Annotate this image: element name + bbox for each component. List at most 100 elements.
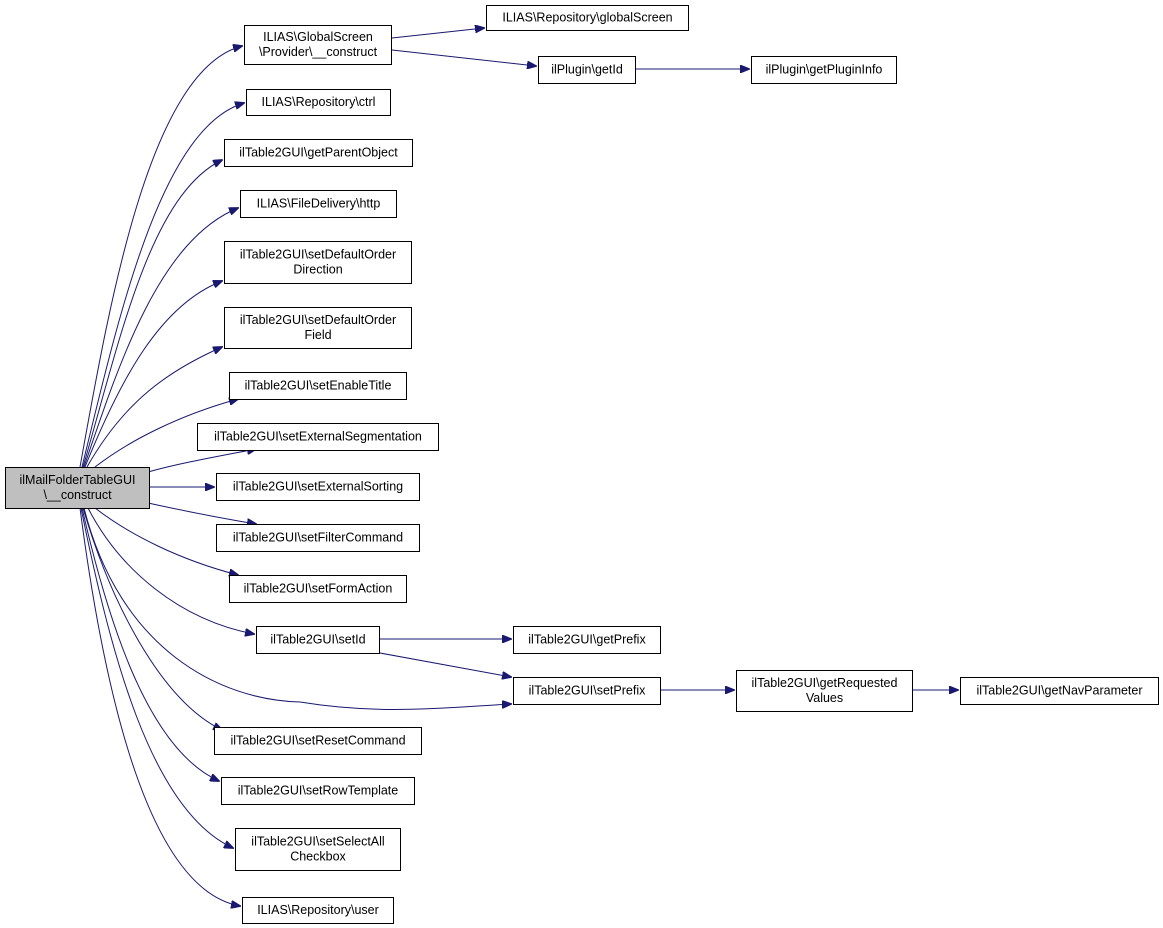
- node-plugin_getplugininfo[interactable]: ilPlugin\getPluginInfo: [751, 56, 897, 84]
- edge-root-to-gs_construct: [79, 46, 242, 468]
- edge-root-to-setdefaultorderdirection: [84, 281, 222, 468]
- node-box: [224, 307, 412, 349]
- node-label-line: ILIAS\Repository\user: [257, 903, 379, 917]
- edge-root-to-setfiltercommand: [147, 502, 256, 524]
- node-label-line: ilTable2GUI\setDefaultOrder: [240, 248, 396, 262]
- node-box: [229, 575, 407, 603]
- node-label-line: ilPlugin\getId: [551, 63, 623, 77]
- node-label-line: Values: [806, 691, 843, 705]
- node-box: [538, 56, 636, 84]
- node-gs_construct[interactable]: ILIAS\GlobalScreen\Provider\__construct: [244, 25, 392, 65]
- node-setresetcommand[interactable]: ilTable2GUI\setResetCommand: [214, 727, 422, 755]
- node-setenabletitle[interactable]: ilTable2GUI\setEnableTitle: [229, 372, 407, 400]
- node-repo_ctrl[interactable]: ILIAS\Repository\ctrl: [246, 89, 391, 116]
- node-box: [235, 828, 401, 871]
- node-label-line: ilTable2GUI\setFormAction: [244, 582, 393, 596]
- node-box: [513, 677, 661, 705]
- edge-root-to-setselectallcheckbox: [80, 507, 233, 848]
- node-box: [256, 626, 380, 654]
- node-box: [5, 467, 150, 509]
- node-box: [216, 473, 420, 501]
- node-setformaction[interactable]: ilTable2GUI\setFormAction: [229, 575, 407, 603]
- node-setexternalsorting[interactable]: ilTable2GUI\setExternalSorting: [216, 473, 420, 501]
- node-setrowtemplate[interactable]: ilTable2GUI\setRowTemplate: [221, 777, 415, 805]
- node-box: [246, 89, 391, 116]
- node-getparentobject[interactable]: ilTable2GUI\getParentObject: [224, 139, 413, 167]
- edge-root-to-filedelivery_http: [83, 208, 238, 468]
- node-label-line: Checkbox: [290, 850, 346, 864]
- node-label-line: ilTable2GUI\setSelectAll: [251, 835, 384, 849]
- node-box: [486, 5, 689, 31]
- node-box: [214, 727, 422, 755]
- edge-root-to-setid: [87, 507, 254, 634]
- edge-root-to-setexternalsegmentation: [147, 449, 256, 473]
- node-box: [960, 677, 1159, 705]
- node-box: [224, 139, 413, 167]
- node-label-line: ilTable2GUI\getRequested: [752, 676, 898, 690]
- node-box: [244, 25, 392, 65]
- node-box: [221, 777, 415, 805]
- node-label-line: \Provider\__construct: [259, 45, 378, 59]
- node-label-line: ilTable2GUI\setFilterCommand: [233, 531, 403, 545]
- node-box: [513, 626, 661, 654]
- node-box: [224, 241, 412, 284]
- edge-root-to-setprefix: [83, 507, 511, 710]
- edge-gs_construct-to-repo_globalscreen: [391, 28, 484, 39]
- node-box: [751, 56, 897, 84]
- node-box: [229, 372, 407, 400]
- node-plugin_getid[interactable]: ilPlugin\getId: [538, 56, 636, 84]
- node-box: [736, 670, 913, 712]
- node-getnavparameter[interactable]: ilTable2GUI\getNavParameter: [960, 677, 1159, 705]
- node-label-line: ILIAS\Repository\ctrl: [262, 95, 376, 109]
- node-box: [242, 897, 394, 924]
- node-label-line: ilMailFolderTableGUI: [19, 473, 135, 487]
- node-getprefix[interactable]: ilTable2GUI\getPrefix: [513, 626, 661, 654]
- nodes-layer: ilMailFolderTableGUI\__construct ILIAS\Gl…: [5, 5, 1159, 924]
- node-label-line: Direction: [293, 263, 342, 277]
- node-setexternalsegmentation[interactable]: ilTable2GUI\setExternalSegmentation: [197, 423, 439, 451]
- node-label-line: ilPlugin\getPluginInfo: [766, 63, 883, 77]
- node-label-line: ilTable2GUI\setPrefix: [529, 684, 646, 698]
- edge-root-to-getparentobject: [82, 160, 222, 468]
- edge-root-to-setformaction: [94, 507, 238, 575]
- node-label-line: \__construct: [43, 488, 112, 502]
- node-box: [216, 524, 420, 552]
- edge-gs_construct-to-plugin_getid: [391, 49, 536, 66]
- node-filedelivery_http[interactable]: ILIAS\FileDelivery\http: [240, 190, 397, 218]
- edges-layer: [79, 28, 958, 906]
- node-box: [240, 190, 397, 218]
- node-repo_globalscreen[interactable]: ILIAS\Repository\globalScreen: [486, 5, 689, 31]
- node-label-line: ilTable2GUI\getNavParameter: [976, 684, 1142, 698]
- node-setprefix[interactable]: ilTable2GUI\setPrefix: [513, 677, 661, 705]
- edge-setid-to-setprefix: [379, 652, 511, 677]
- edge-root-to-setresetcommand: [82, 507, 222, 730]
- node-label-line: ilTable2GUI\setRowTemplate: [238, 784, 399, 798]
- node-repo_user[interactable]: ILIAS\Repository\user: [242, 897, 394, 924]
- node-label-line: ilTable2GUI\setEnableTitle: [245, 379, 392, 393]
- node-label-line: ILIAS\Repository\globalScreen: [502, 11, 672, 25]
- node-label-line: ilTable2GUI\setDefaultOrder: [240, 313, 396, 327]
- node-setid[interactable]: ilTable2GUI\setId: [256, 626, 380, 654]
- node-label-line: ILIAS\GlobalScreen: [263, 30, 373, 44]
- node-label-line: ilTable2GUI\getPrefix: [528, 633, 646, 647]
- edge-root-to-setenabletitle: [94, 399, 238, 468]
- edge-root-to-repo_user: [79, 507, 240, 906]
- node-root[interactable]: ilMailFolderTableGUI\__construct: [5, 467, 150, 509]
- node-label-line: ilTable2GUI\getParentObject: [239, 146, 398, 160]
- node-label-line: ilTable2GUI\setResetCommand: [230, 734, 405, 748]
- edge-root-to-setdefaultorderfield: [86, 347, 222, 468]
- edge-root-to-setrowtemplate: [81, 507, 219, 781]
- node-label-line: ilTable2GUI\setId: [270, 633, 365, 647]
- node-setfiltercommand[interactable]: ilTable2GUI\setFilterCommand: [216, 524, 420, 552]
- node-label-line: ilTable2GUI\setExternalSorting: [233, 480, 403, 494]
- edge-root-to-repo_ctrl: [81, 103, 244, 468]
- node-label-line: ilTable2GUI\setExternalSegmentation: [214, 430, 422, 444]
- node-label-line: Field: [304, 328, 331, 342]
- node-label-line: ILIAS\FileDelivery\http: [257, 197, 381, 211]
- node-box: [197, 423, 439, 451]
